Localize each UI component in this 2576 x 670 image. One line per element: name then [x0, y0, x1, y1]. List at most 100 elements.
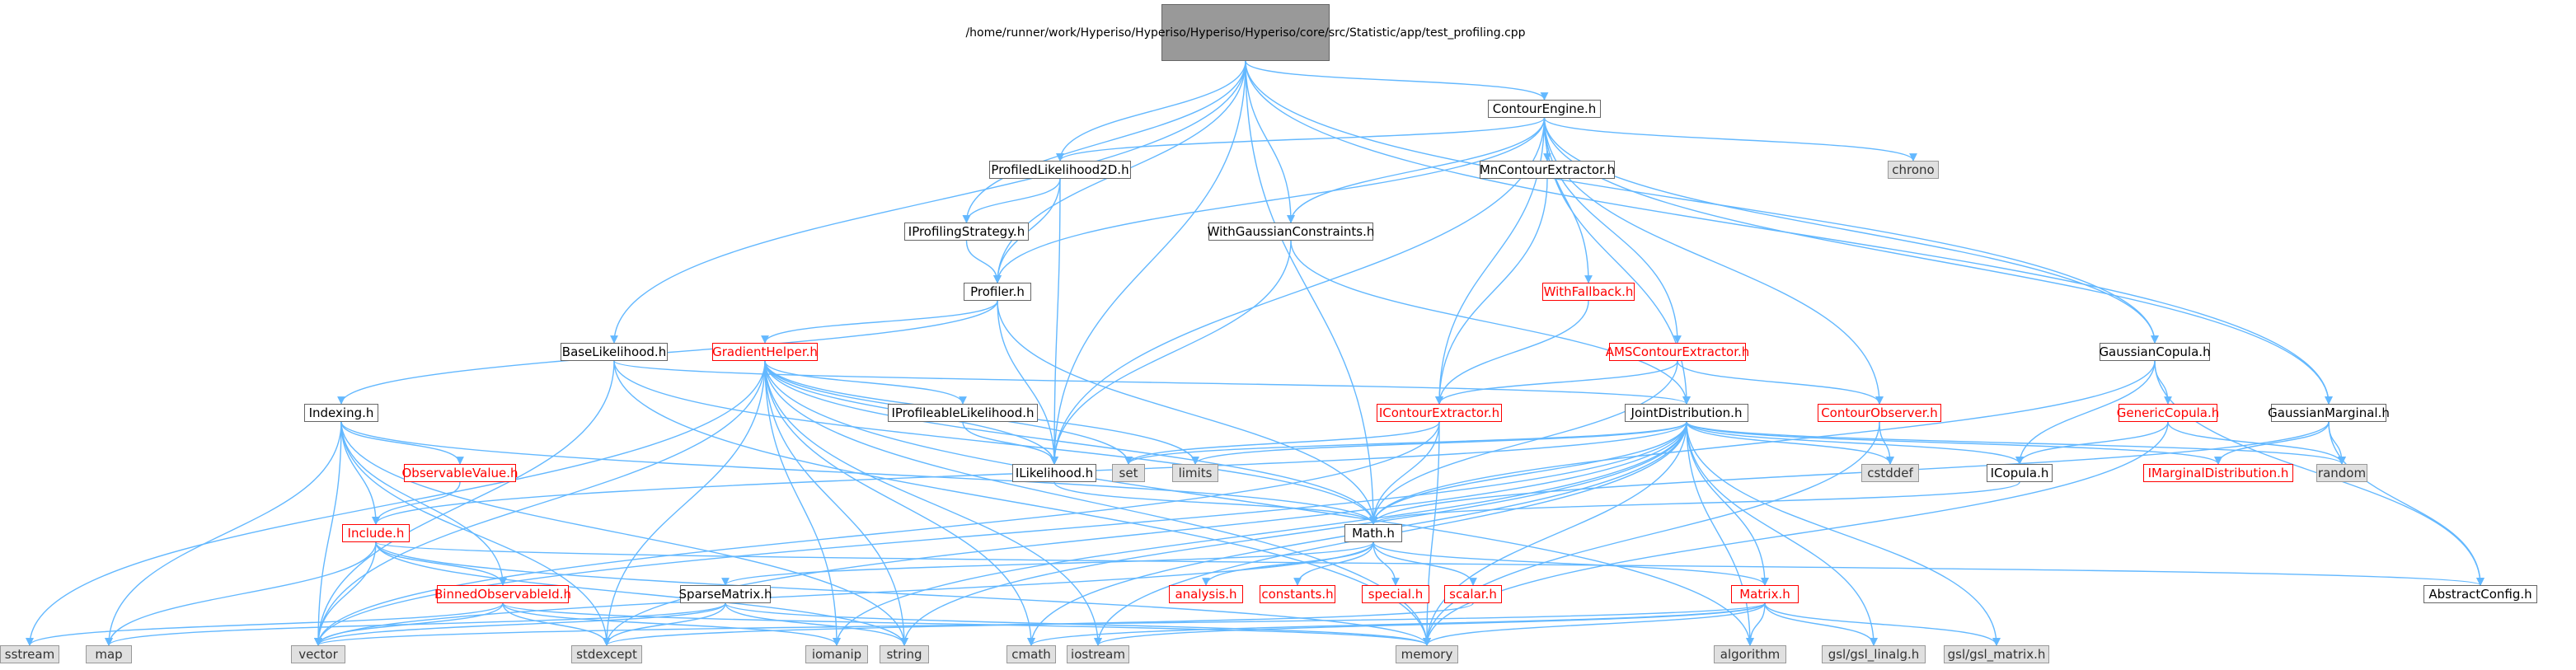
node-label: vector — [298, 646, 338, 662]
edge-observablevalue-to-include — [372, 481, 461, 525]
node-contourobserver[interactable]: ContourObserver.h — [1818, 404, 1941, 422]
edge-profiler-to-ilikelihood — [997, 300, 1058, 465]
edge-sparsematrix-to-map — [105, 602, 726, 646]
node-indexing[interactable]: Indexing.h — [304, 404, 378, 422]
edge-include-to-vector — [314, 541, 377, 646]
node-label: iomanip — [811, 646, 862, 662]
node-vector[interactable]: vector — [291, 645, 345, 663]
node-stdexcept[interactable]: stdexcept — [571, 645, 642, 663]
edge-profiler-to-indexing — [337, 300, 998, 405]
node-sparsematrix[interactable]: SparseMatrix.h — [679, 585, 772, 603]
edge-jointdistribution-to-imarginaldistribution — [1686, 421, 2222, 465]
edge-gradienthelper-to-iprofileablelikelihood — [764, 360, 967, 405]
node-baselikelihood[interactable]: BaseLikelihood.h — [561, 343, 668, 361]
node-root[interactable]: /home/runner/work/Hyperiso/Hyperiso/Hype… — [965, 4, 1526, 61]
node-gradienthelper[interactable]: GradientHelper.h — [712, 343, 818, 361]
node-label: cstddef — [1867, 465, 1913, 480]
node-set[interactable]: set — [1112, 464, 1145, 482]
edge-gradienthelper-to-iomanip — [764, 360, 841, 646]
node-gaussiancopula[interactable]: GaussianCopula.h — [2099, 343, 2211, 361]
edge-iprofilingstrategy-to-profiler — [965, 240, 1002, 283]
edge-genericcopula-to-icopula — [2015, 421, 2169, 465]
edge-sparsematrix-to-vector — [314, 602, 726, 646]
node-label: iostream — [1071, 646, 1125, 662]
node-amscontourextractor[interactable]: AMSContourExtractor.h — [1606, 343, 1749, 361]
node-label: IMarginalDistribution.h — [2147, 465, 2289, 480]
node-label: AbstractConfig.h — [2428, 586, 2532, 602]
node-profiledlikelihood2d[interactable]: ProfiledLikelihood2D.h — [989, 161, 1131, 179]
node-binnedobservableid[interactable]: BinnedObservableId.h — [434, 585, 571, 603]
node-label: set — [1119, 465, 1138, 480]
node-jointdistribution[interactable]: JointDistribution.h — [1625, 404, 1748, 422]
node-profiler[interactable]: Profiler.h — [964, 283, 1031, 301]
edge-gaussianmarginal-to-imarginaldistribution — [2214, 421, 2330, 465]
node-memory[interactable]: memory — [1396, 645, 1458, 663]
node-withgaussianconstraints[interactable]: WithGaussianConstraints.h — [1208, 223, 1374, 241]
node-iprofilingstrategy[interactable]: IProfilingStrategy.h — [904, 223, 1029, 241]
node-scalar[interactable]: scalar.h — [1444, 585, 1502, 603]
edge-contourengine-to-profiler — [993, 117, 1546, 283]
node-sstream[interactable]: sstream — [0, 645, 59, 663]
node-iostream[interactable]: iostream — [1067, 645, 1129, 663]
edge-gradienthelper-to-cmath — [764, 360, 1035, 646]
node-matrix[interactable]: Matrix.h — [1731, 585, 1799, 603]
edge-jointdistribution-to-set — [1124, 421, 1687, 465]
edge-root-to-ilikelihood — [1050, 60, 1246, 465]
node-contourengine[interactable]: ContourEngine.h — [1488, 100, 1601, 118]
node-gsllinalg[interactable]: gsl/gsl_linalg.h — [1822, 645, 1926, 663]
node-gaussianmarginal[interactable]: GaussianMarginal.h — [2268, 404, 2390, 422]
node-iprofileablelikelihood[interactable]: IProfileableLikelihood.h — [888, 404, 1038, 422]
node-imarginaldistribution[interactable]: IMarginalDistribution.h — [2143, 464, 2293, 482]
node-include[interactable]: Include.h — [342, 524, 410, 542]
node-constants[interactable]: constants.h — [1260, 585, 1335, 603]
node-string[interactable]: string — [880, 645, 929, 663]
edge-indexing-to-string — [340, 421, 908, 646]
edge-indexing-to-observablevalue — [340, 421, 464, 465]
edge-withgaussianconstraints-to-ilikelihood — [1050, 240, 1292, 465]
node-label: sstream — [4, 646, 55, 662]
edge-root-to-withgaussianconstraints — [1245, 60, 1295, 223]
node-icopula[interactable]: ICopula.h — [1987, 464, 2053, 482]
node-map[interactable]: map — [86, 645, 132, 663]
node-analysis[interactable]: analysis.h — [1169, 585, 1243, 603]
edge-jointdistribution-to-limits — [1191, 421, 1687, 465]
node-limits[interactable]: limits — [1172, 464, 1218, 482]
edge-matrix-to-memory — [1423, 602, 1766, 646]
node-special[interactable]: special.h — [1362, 585, 1429, 603]
edge-withfallback-to-icontourextractor — [1435, 300, 1589, 405]
edge-binnedobservableid-to-sstream — [26, 602, 504, 646]
edge-amscontourextractor-to-math — [1369, 360, 1678, 525]
node-label: BinnedObservableId.h — [434, 586, 571, 602]
edge-contourengine-to-gaussiancopula — [1543, 117, 2159, 344]
node-label: random — [2317, 465, 2367, 480]
edge-jointdistribution-to-gsllinalg — [1686, 421, 1878, 646]
node-algorithm[interactable]: algorithm — [1714, 645, 1786, 663]
node-chrono[interactable]: chrono — [1888, 161, 1939, 179]
node-abstractconfig[interactable]: AbstractConfig.h — [2424, 585, 2537, 603]
node-observablevalue[interactable]: ObservableValue.h — [402, 464, 518, 482]
node-math[interactable]: Math.h — [1344, 524, 1402, 542]
node-cmath[interactable]: cmath — [1006, 645, 1056, 663]
edge-root-to-contourengine — [1245, 60, 1549, 101]
node-genericcopula[interactable]: GenericCopula.h — [2117, 404, 2219, 422]
node-withfallback[interactable]: WithFallback.h — [1542, 283, 1635, 301]
edge-root-to-baselikelihood — [610, 60, 1246, 344]
edge-gaussiancopula-to-genericcopula — [2154, 360, 2172, 405]
node-iomanip[interactable]: iomanip — [805, 645, 868, 663]
edge-icopula-to-math — [1369, 481, 2020, 525]
node-label: GaussianMarginal.h — [2268, 405, 2390, 420]
node-mncontourextractor[interactable]: MnContourExtractor.h — [1480, 161, 1615, 179]
node-label: scalar.h — [1449, 586, 1497, 602]
node-random[interactable]: random — [2316, 464, 2367, 482]
node-label: stdexcept — [576, 646, 637, 662]
node-label: Indexing.h — [308, 405, 374, 420]
edge-gradienthelper-to-stdexcept — [603, 360, 766, 646]
node-gslmatrix[interactable]: gsl/gsl_matrix.h — [1944, 645, 2049, 663]
edge-profiler-to-gradienthelper — [761, 300, 998, 344]
node-icontourextractor[interactable]: IContourExtractor.h — [1377, 404, 1502, 422]
edge-profiler-to-math — [997, 300, 1377, 525]
node-ilikelihood[interactable]: ILikelihood.h — [1012, 464, 1096, 482]
node-cstddef[interactable]: cstddef — [1861, 464, 1919, 482]
